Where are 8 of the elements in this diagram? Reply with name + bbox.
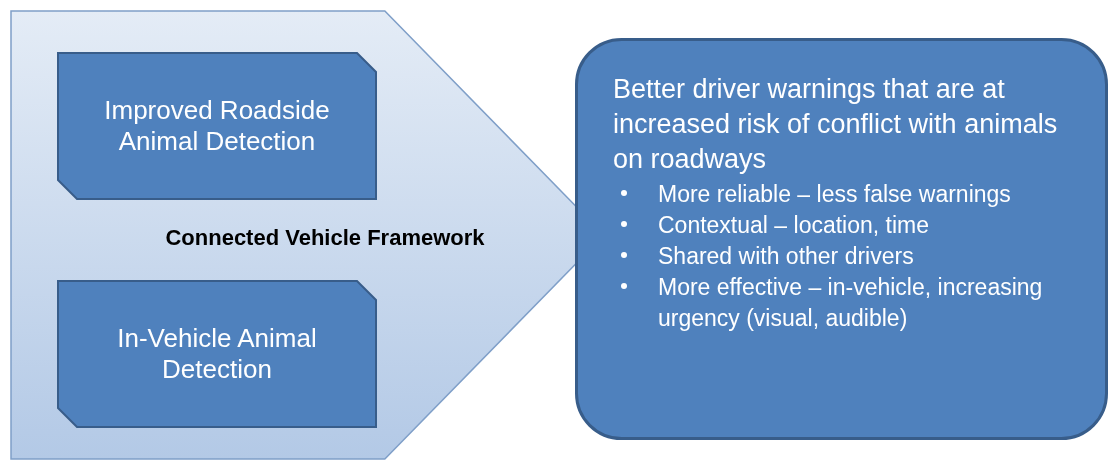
box-text: Improved Roadside Animal Detection: [103, 94, 331, 158]
bullet-text: Shared with other drivers: [658, 243, 914, 270]
framework-title: Connected Vehicle Framework: [164, 225, 486, 252]
heading-text: Better driver warnings that are at increased risk of conflict with animals on roadways: [613, 73, 1059, 177]
bullet-text: Contextual – location, time: [658, 212, 930, 239]
box-text: In-Vehicle Animal Detection: [116, 322, 318, 386]
bullet-text: More effective – in-vehicle, increasing urgency (visual, audible): [658, 274, 1043, 332]
bullet-text: More reliable – less false warnings: [658, 181, 1011, 208]
